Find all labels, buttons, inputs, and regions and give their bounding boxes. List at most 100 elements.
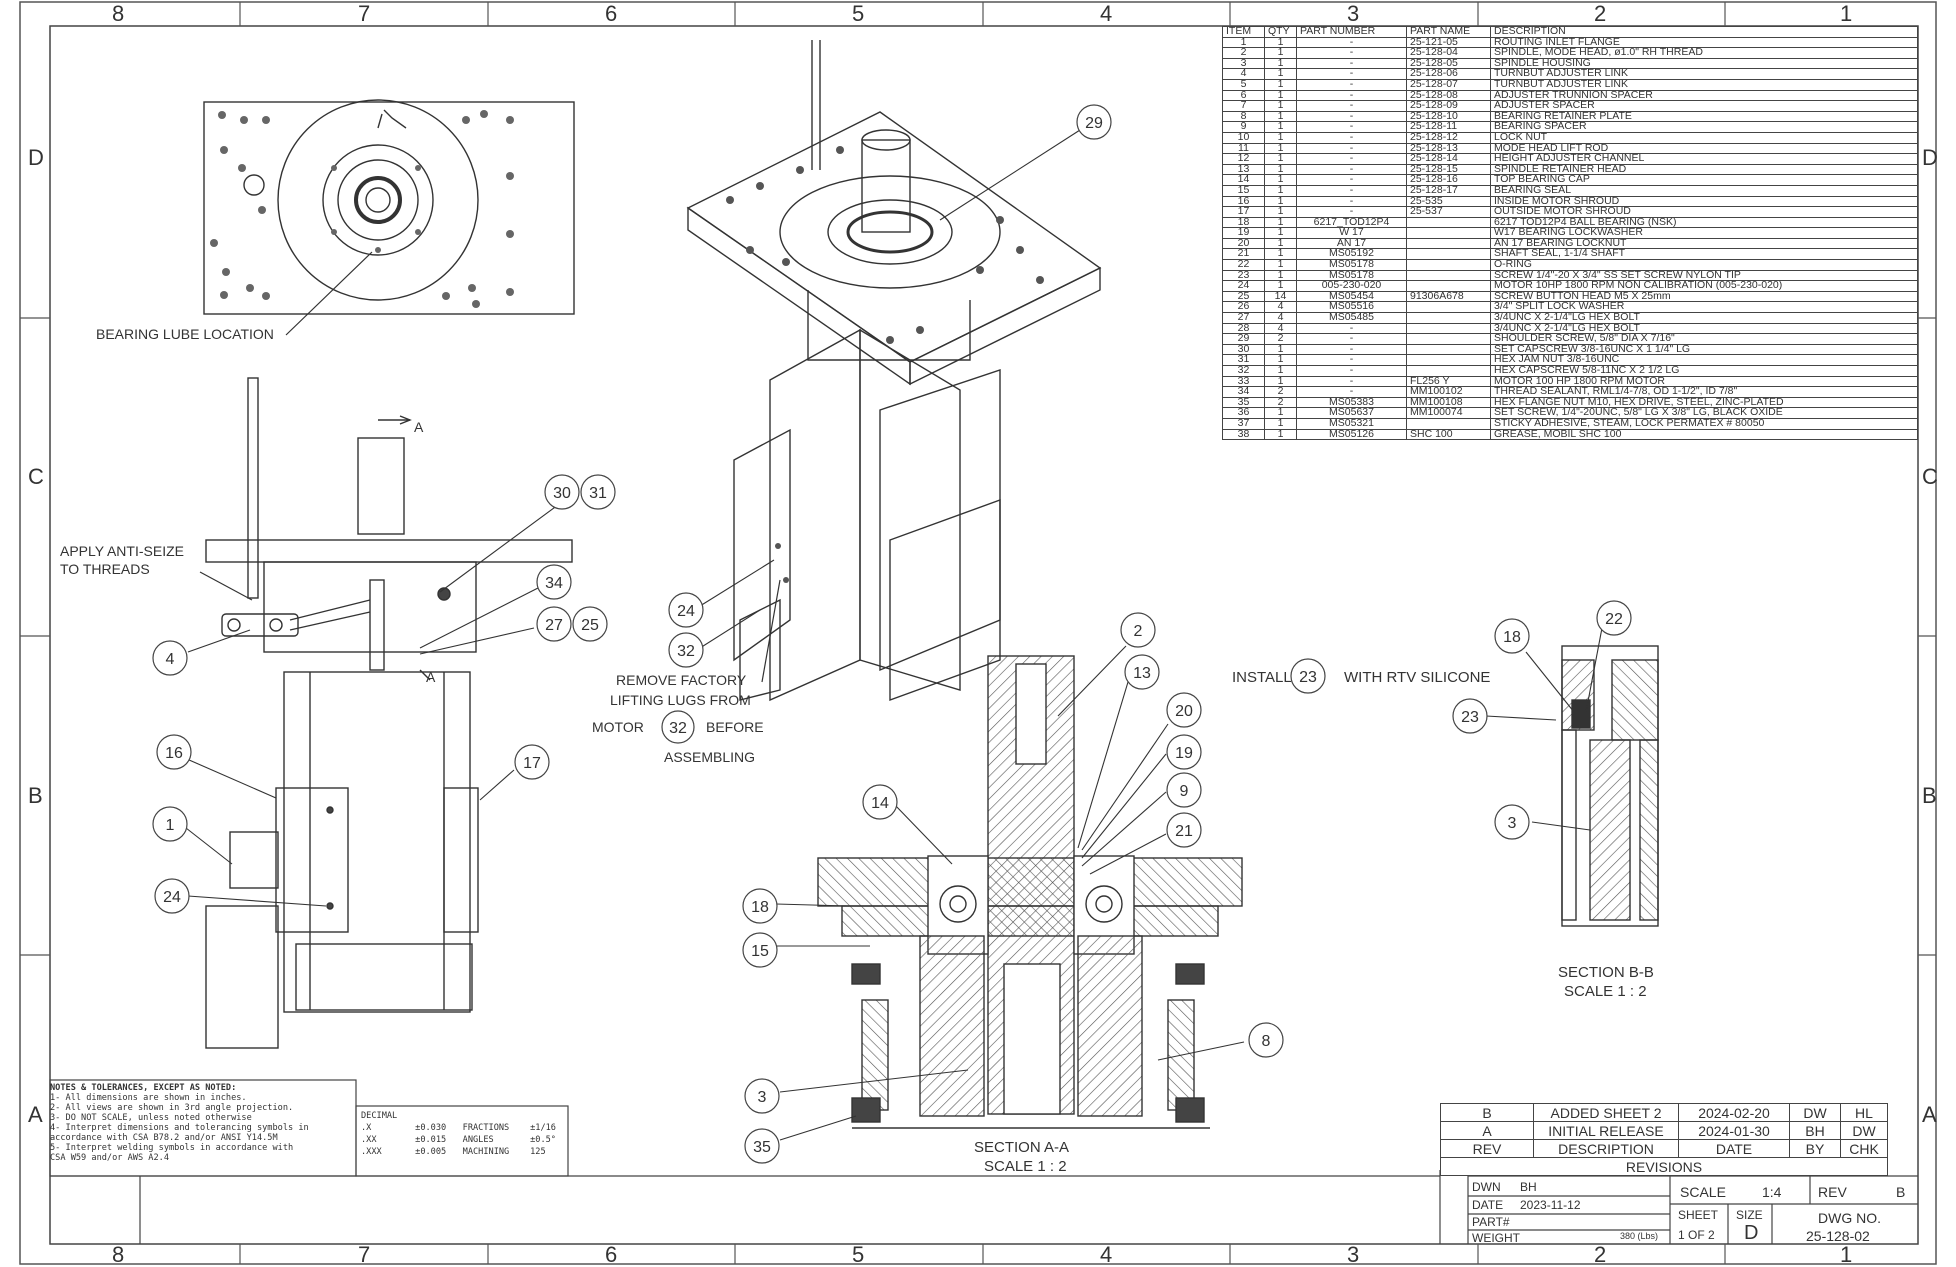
bom-part-number: MS05126: [1296, 428, 1407, 441]
balloon-3-bb: 3: [1508, 815, 1517, 832]
bom-part-number: -: [1296, 131, 1407, 144]
bom-qty: 1: [1264, 280, 1297, 292]
zone-col-1-bottom: 1: [1840, 1242, 1852, 1267]
tb-size-label: SIZE: [1736, 1208, 1763, 1222]
bom-item: 3: [1222, 57, 1265, 70]
front-view: [205, 377, 573, 1049]
rev-letter: A: [1440, 1121, 1534, 1140]
bom-qty: 1: [1264, 142, 1297, 155]
bom-part-number: -: [1296, 47, 1407, 59]
bom-qty: 4: [1264, 322, 1297, 335]
bom-qty: 1: [1264, 428, 1297, 441]
bom-qty: 4: [1264, 312, 1297, 324]
tb-size: D: [1744, 1222, 1759, 1244]
rev-by: BH: [1789, 1121, 1841, 1140]
bom-part-number: -: [1296, 322, 1407, 335]
tb-dwn: BH: [1520, 1180, 1537, 1194]
balloon-29: 29: [1085, 115, 1103, 132]
bom-part-name: [1406, 269, 1491, 282]
bom-part-name: 25-121-05: [1406, 36, 1491, 49]
bom-item: 5: [1222, 78, 1265, 91]
bom-description: 6217 TOD12P4 BALL BEARING (NSK): [1490, 216, 1918, 229]
bom-qty: 1: [1264, 248, 1297, 261]
bom-qty: 1: [1264, 78, 1297, 91]
zone-row-b: B: [28, 783, 43, 808]
section-aa-title: SECTION A-A: [974, 1139, 1069, 1156]
bom-part-number: -: [1296, 142, 1407, 155]
section-bb-scale: SCALE 1 : 2: [1564, 983, 1647, 1000]
bom-part-name: 25-537: [1406, 206, 1491, 218]
bom-part-name: 25-128-05: [1406, 57, 1491, 70]
outer-border: [19, 1, 1937, 1265]
bom-part-name: 25-128-07: [1406, 78, 1491, 91]
bom-item: 29: [1222, 333, 1265, 345]
leader-lines: [179, 129, 1603, 1141]
bom-part-name: [1406, 354, 1491, 366]
bom-description: ADJUSTER SPACER: [1490, 100, 1918, 112]
remove-label-3b: BEFORE: [706, 719, 764, 735]
notes-block: NOTES & TOLERANCES, EXCEPT AS NOTED: 1- …: [50, 1083, 352, 1163]
bom-description: W17 BEARING LOCKWASHER: [1490, 227, 1918, 239]
bom-item: 35: [1222, 396, 1265, 409]
bom-qty: 1: [1264, 89, 1297, 102]
bom-description: GREASE, MOBIL SHC 100: [1490, 428, 1918, 441]
bom-part-name: 25-128-15: [1406, 163, 1491, 176]
bom-part-number: MS05383: [1296, 396, 1407, 409]
tol-x: .X: [361, 1123, 372, 1133]
zone-row-a: A: [28, 1102, 43, 1127]
rev-date: 2024-02-20: [1678, 1103, 1790, 1122]
zone-col-2-bottom: 2: [1594, 1242, 1606, 1267]
zone-row-b-right: B: [1922, 783, 1937, 808]
bom-part-name: 25-128-17: [1406, 184, 1491, 197]
bom-item: 13: [1222, 163, 1265, 176]
zone-col-5: 5: [852, 1, 864, 26]
bom-part-number: W 17: [1296, 227, 1407, 239]
bom-description: BEARING RETAINER PLATE: [1490, 110, 1918, 123]
balloon-30: 30: [553, 485, 571, 502]
balloon-23: 23: [1461, 709, 1479, 726]
bom-part-number: MS05516: [1296, 301, 1407, 314]
bom-part-number: 005-230-020: [1296, 280, 1407, 292]
balloon-32-iso: 32: [677, 643, 695, 660]
tb-rev: B: [1896, 1184, 1906, 1200]
bom-item: 17: [1222, 206, 1265, 218]
zone-col-6: 6: [605, 1, 617, 26]
bom-description: OUTSIDE MOTOR SHROUD: [1490, 206, 1918, 218]
bom-qty: 1: [1264, 206, 1297, 218]
isometric-view: [686, 40, 1102, 702]
bom-item: 19: [1222, 227, 1265, 239]
bom-qty: 1: [1264, 365, 1297, 377]
bom-qty: 1: [1264, 110, 1297, 123]
bom-part-name: 25-128-12: [1406, 131, 1491, 144]
bom-item: 6: [1222, 89, 1265, 102]
zone-col-7: 7: [358, 1, 370, 26]
bom-part-name: [1406, 365, 1491, 377]
balloon-15: 15: [751, 943, 769, 960]
balloon-31: 31: [589, 485, 607, 502]
bom-part-number: -: [1296, 100, 1407, 112]
bom-description: AN 17 BEARING LOCKNUT: [1490, 237, 1918, 250]
bom-item: 23: [1222, 269, 1265, 282]
balloon-9: 9: [1180, 783, 1189, 800]
anti-seize-label-2: TO THREADS: [60, 561, 150, 577]
bom-part-number: MS05192: [1296, 248, 1407, 261]
bom-description: MOTOR 100 HP 1800 RPM MOTOR: [1490, 375, 1918, 388]
bom-part-name: [1406, 216, 1491, 229]
bom-item: 26: [1222, 301, 1265, 314]
bom-description: INSIDE MOTOR SHROUD: [1490, 195, 1918, 208]
bom-description: 3/4UNC X 2-1/4"LG HEX BOLT: [1490, 312, 1918, 324]
bom-item: 11: [1222, 142, 1265, 155]
balloon-3-aa: 3: [758, 1089, 767, 1106]
bom-item: 9: [1222, 121, 1265, 133]
